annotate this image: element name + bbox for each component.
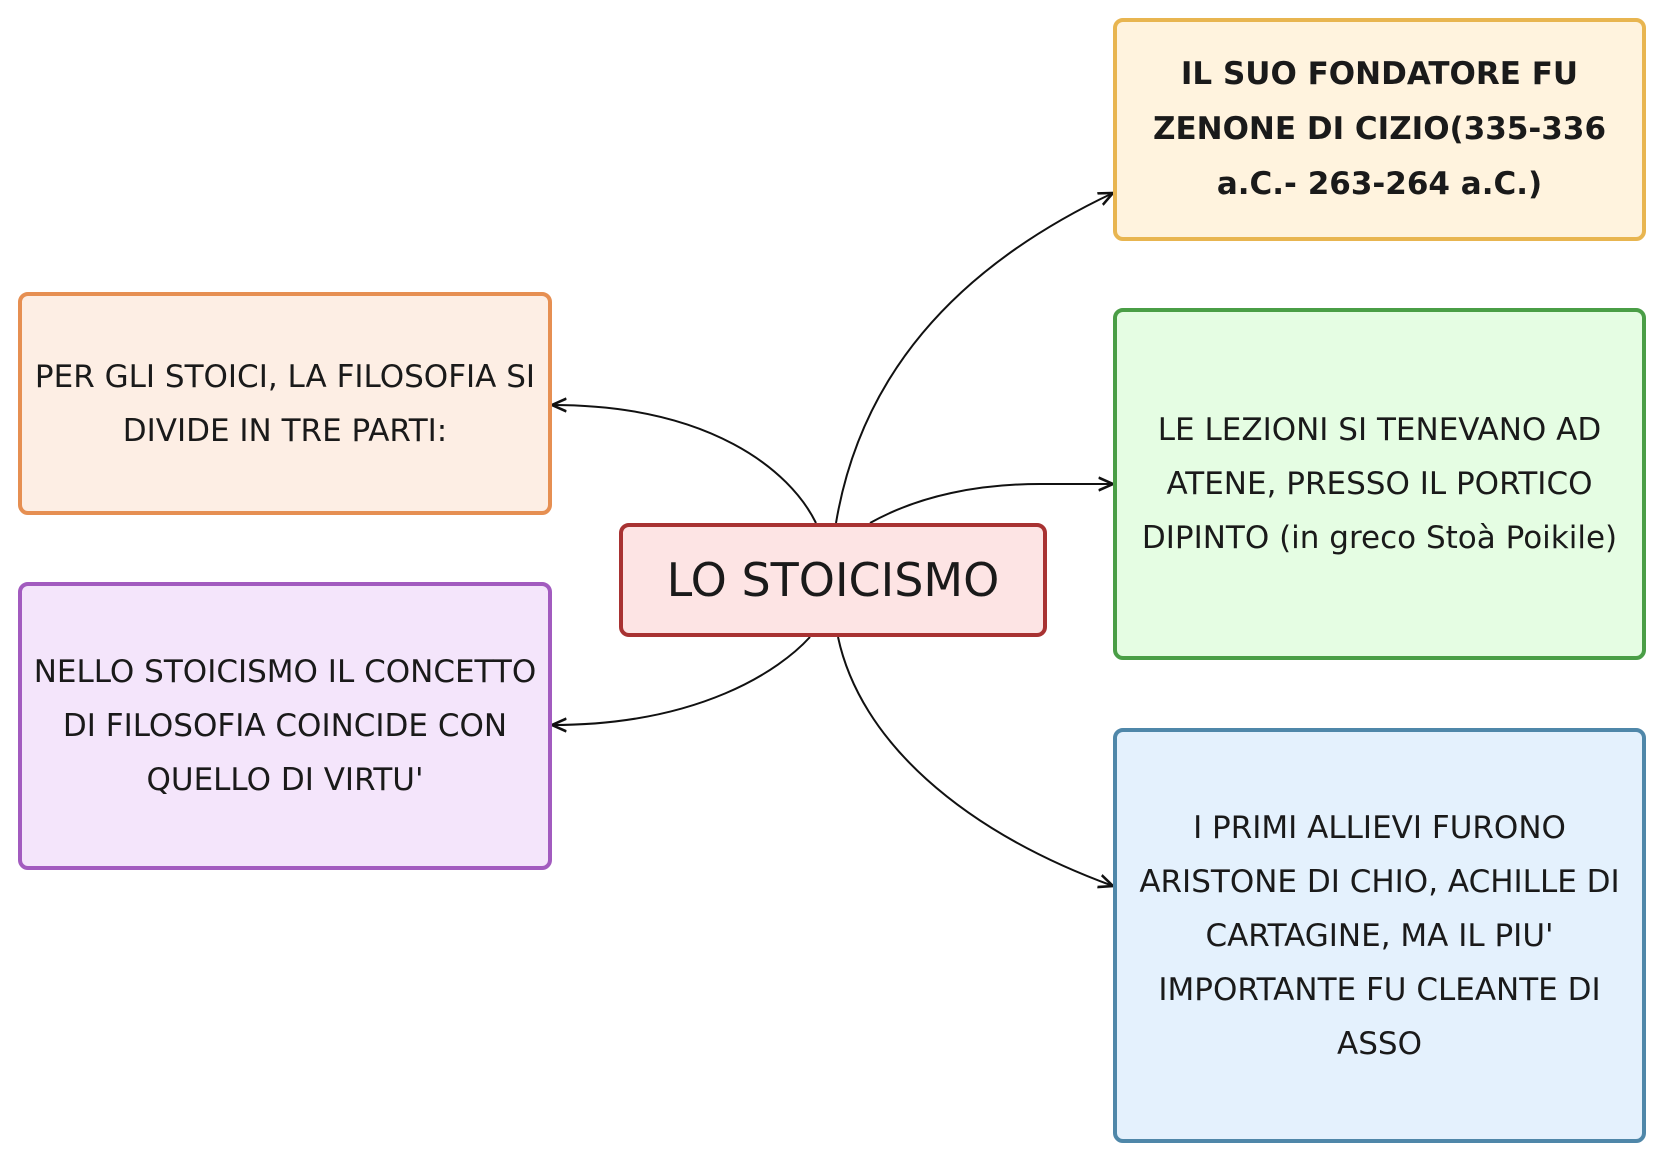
lessons-node[interactable]: LE LEZIONI SI TENEVANO AD ATENE, PRESSO …	[1113, 308, 1646, 660]
students-node[interactable]: I PRIMI ALLIEVI FURONO ARISTONE DI CHIO,…	[1113, 728, 1646, 1143]
lessons-text: LE LEZIONI SI TENEVANO AD ATENE, PRESSO …	[1141, 412, 1618, 556]
founder-text: IL SUO FONDATORE FU ZENONE DI CIZIO(335-…	[1152, 56, 1607, 202]
philosophy-parts-node[interactable]: PER GLI STOICI, LA FILOSOFIA SI DIVIDE I…	[18, 292, 552, 515]
virtue-node[interactable]: NELLO STOICISMO IL CONCETTO DI FILOSOFIA…	[18, 582, 552, 870]
founder-node[interactable]: IL SUO FONDATORE FU ZENONE DI CIZIO(335-…	[1113, 18, 1646, 241]
virtue-text: NELLO STOICISMO IL CONCETTO DI FILOSOFIA…	[33, 654, 537, 798]
connector-to-virtue	[552, 636, 811, 725]
central-topic-label: LO STOICISMO	[666, 553, 1000, 607]
connector-to-founder	[835, 193, 1113, 524]
connector-to-students	[837, 636, 1113, 886]
connector-to-parts	[552, 405, 817, 524]
students-text: I PRIMI ALLIEVI FURONO ARISTONE DI CHIO,…	[1139, 809, 1620, 1062]
philosophy-parts-text: PER GLI STOICI, LA FILOSOFIA SI DIVIDE I…	[34, 358, 536, 449]
connector-to-lessons	[869, 484, 1113, 524]
central-topic-node[interactable]: LO STOICISMO	[619, 523, 1047, 637]
